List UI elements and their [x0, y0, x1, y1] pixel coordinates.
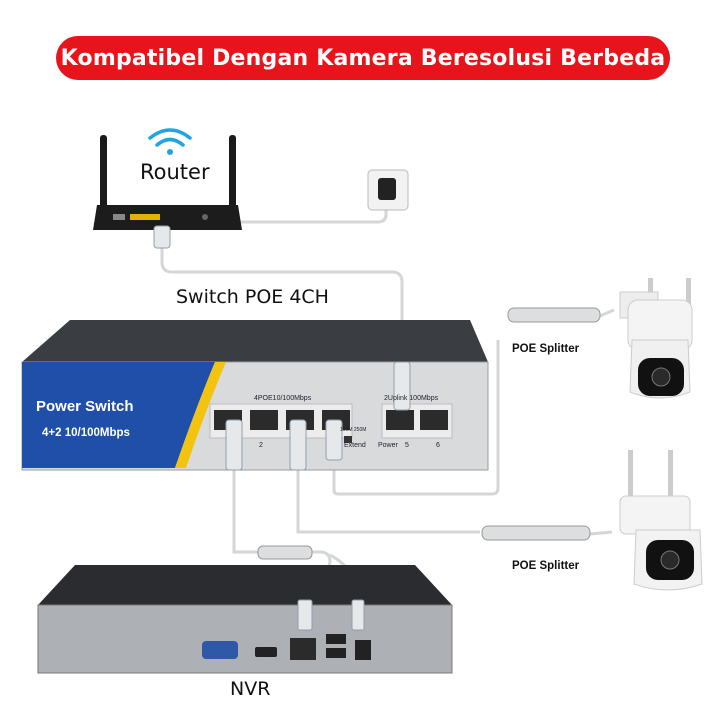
nvr-rj45	[297, 599, 313, 631]
wifi-icon	[148, 128, 192, 155]
hdmi-port	[255, 647, 277, 657]
headline-banner: Kompatibel Dengan Kamera Beresolusi Berb…	[56, 36, 670, 80]
nvr-label: NVR	[230, 678, 271, 700]
port3-camera2-cable	[296, 470, 480, 534]
port4-camera1-cable	[332, 340, 500, 496]
splitter-top-label: POE Splitter	[512, 343, 580, 355]
rj45-port5	[393, 361, 411, 411]
rj45-port1	[225, 419, 243, 471]
switch-blue-panel	[22, 362, 215, 468]
camera-bottom	[619, 450, 703, 591]
extend-switch	[344, 436, 352, 443]
switch-panel-spec: 4+2 10/100Mbps	[42, 427, 130, 439]
rj45-port4	[325, 419, 343, 461]
router-power-cable	[235, 190, 388, 224]
nvr-dc-jack	[355, 640, 371, 660]
mode-label: 100M 250M	[340, 427, 367, 433]
router-device	[93, 135, 242, 230]
router-power-jack	[202, 214, 208, 220]
uplink-port-5	[386, 410, 414, 430]
nvr-top	[38, 565, 452, 605]
wall-socket	[367, 169, 409, 211]
extend-label: Extend	[344, 442, 366, 449]
switch-top	[22, 320, 488, 362]
camera2-lead	[589, 530, 613, 536]
poe-group-label: 4POE10/100Mbps	[254, 395, 312, 402]
port-2-label: 2	[259, 442, 263, 449]
poe-switch	[21, 320, 489, 471]
headline-text: Kompatibel Dengan Kamera Beresolusi Berb…	[60, 45, 666, 71]
router-body	[93, 205, 242, 230]
splitter-bottom-label: POE Splitter	[512, 560, 580, 572]
nvr-back	[37, 604, 453, 674]
nvr-lan-cable	[312, 550, 332, 601]
rj45-port3	[289, 419, 307, 471]
usb-port-2	[326, 648, 346, 658]
nvr-splitter	[257, 545, 313, 560]
uplink-port-6	[420, 410, 448, 430]
switch-yellow-stripe	[175, 362, 226, 468]
rj45-router	[153, 225, 171, 249]
nvr-lan-port	[290, 638, 316, 660]
switch-label: Switch POE 4CH	[176, 286, 329, 308]
power-label: Power	[378, 442, 398, 449]
port-5-label: 5	[405, 442, 409, 449]
poe-port-2	[250, 410, 278, 430]
vga-port	[202, 641, 238, 659]
port-6-label: 6	[436, 442, 440, 449]
router-label: Router	[140, 160, 210, 184]
rj45-connectors	[153, 225, 411, 471]
router-lan-ports	[130, 214, 160, 220]
camera1-lead	[599, 308, 615, 318]
switch-panel-title: Power Switch	[36, 398, 134, 415]
router-antenna-left	[100, 135, 107, 215]
router-uplink-cable	[160, 230, 404, 372]
router-port-wan	[113, 214, 125, 220]
port1-nvr-cable	[232, 470, 258, 554]
splitter-top-body	[507, 307, 601, 323]
uplink-group-label: 2Uplink 100Mbps	[384, 395, 439, 402]
power-plug	[378, 178, 396, 200]
splitter-bottom-body	[481, 525, 591, 541]
camera-top	[619, 278, 693, 399]
usb-port-1	[326, 634, 346, 644]
nvr-device	[37, 545, 453, 674]
router-antenna-right	[229, 135, 236, 215]
nvr-dc-plug	[351, 599, 365, 631]
